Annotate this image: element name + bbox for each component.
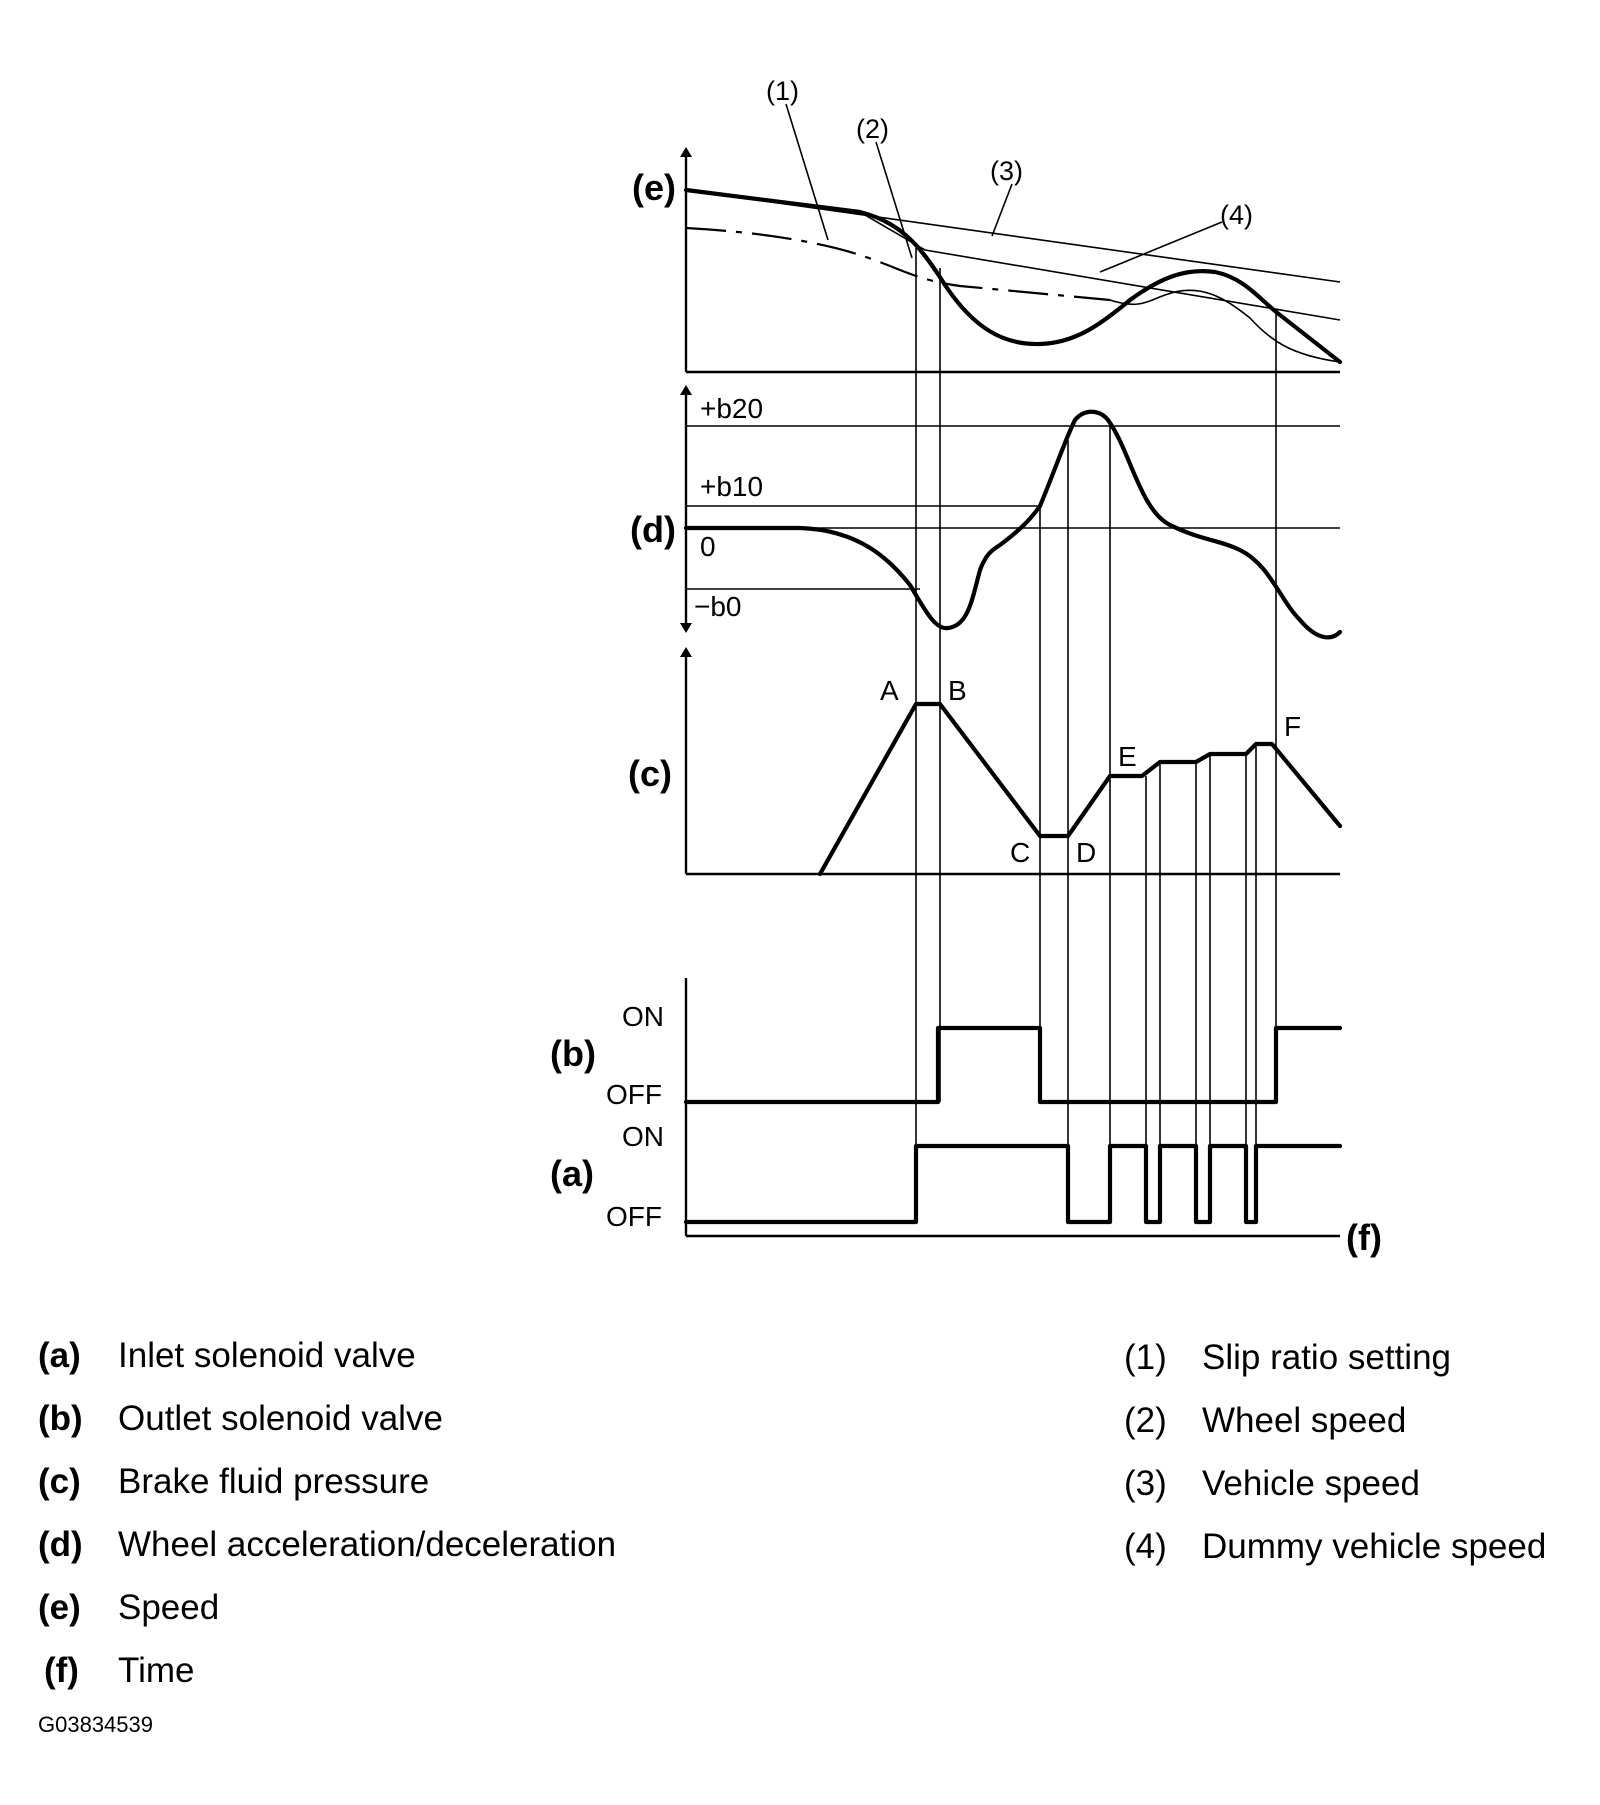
legend-b-code: (b) [38,1399,83,1438]
speed-panel-label: (e) [632,167,676,208]
pressure-point-D: D [1076,837,1096,868]
legend-a-code: (a) [38,1336,81,1375]
legend-c-code: (c) [38,1462,81,1501]
inlet-valve-on-label: ON [622,1121,664,1152]
pressure-point-F: F [1284,711,1301,742]
callout-4-leader [1099,221,1223,273]
callout-1: (1) [766,76,799,106]
timing-guides [915,248,1277,1146]
slip-ratio-setting-curve-tail [1109,289,1341,363]
outlet-valve-panel: (b) ON OFF [550,978,1343,1236]
legend-4-code: (4) [1124,1527,1167,1566]
legend-2-code: (2) [1124,1401,1167,1440]
legend-f: (f) Time [38,1653,194,1688]
legend-a-text: Inlet solenoid valve [118,1336,416,1375]
pressure-point-E: E [1118,741,1137,772]
legend-1-text: Slip ratio setting [1202,1338,1452,1377]
legend-2-text: Wheel speed [1202,1401,1407,1440]
pressure-point-A: A [880,675,899,706]
legend-b: (b) Outlet solenoid valve [38,1401,443,1436]
acceleration-panel: (d) +b20 +b10 0 −b0 [630,385,1343,640]
legend-e-text: Speed [118,1588,220,1627]
callout-2: (2) [856,114,889,144]
inlet-valve-off-label: OFF [606,1201,662,1232]
inlet-valve-signal [683,1143,1343,1225]
legend-d-code: (d) [38,1525,83,1564]
legend-f-text: Time [118,1651,195,1690]
callout-3: (3) [990,156,1023,186]
brake-pressure-curve [817,701,1343,877]
legend-3: (3) Vehicle speed [1124,1466,1420,1501]
level-plus-b10-label: +b10 [700,471,763,502]
legend-e-code: (e) [38,1588,81,1627]
legend-f-code: (f) [44,1651,79,1690]
figure-id: G03834539 [38,1712,153,1737]
level-zero-label: 0 [700,531,716,562]
legend-2: (2) Wheel speed [1124,1403,1406,1438]
inlet-valve-panel-label: (a) [550,1153,594,1194]
legend-e: (e) Speed [38,1590,219,1625]
legend-4-text: Dummy vehicle speed [1202,1527,1547,1566]
outlet-valve-panel-label: (b) [550,1033,596,1074]
pressure-panel-label: (c) [628,753,672,794]
speed-panel: (e) (1) (2) (3) (4) [632,76,1343,374]
legend-c: (c) Brake fluid pressure [38,1464,429,1499]
legend-3-text: Vehicle speed [1202,1464,1420,1503]
wheel-acceleration-curve [683,409,1343,640]
callout-2-leader [875,141,913,259]
callout-3-leader [991,183,1013,237]
brake-pressure-panel: (c) A B C D E F [628,647,1343,877]
legend-d-text: Wheel acceleration/deceleration [118,1525,617,1564]
legend-1: (1) Slip ratio setting [1124,1340,1451,1375]
callout-1-leader [785,103,829,241]
legend-c-text: Brake fluid pressure [118,1462,430,1501]
outlet-valve-on-label: ON [622,1001,664,1032]
callout-4: (4) [1220,200,1253,230]
time-axis-label: (f) [1346,1217,1382,1258]
pressure-point-B: B [948,675,967,706]
outlet-valve-signal [683,1025,1343,1105]
legend-b-text: Outlet solenoid valve [118,1399,443,1438]
wheel-speed-curve [683,187,1343,365]
pressure-point-C: C [1010,837,1030,868]
level-plus-b20-label: +b20 [700,393,763,424]
level-minus-b0-label: −b0 [694,591,742,622]
legend-3-code: (3) [1124,1464,1167,1503]
legend-4: (4) Dummy vehicle speed [1124,1529,1546,1564]
legend-d: (d) Wheel acceleration/deceleration [38,1527,616,1562]
acceleration-panel-label: (d) [630,509,676,550]
legend-1-code: (1) [1124,1338,1167,1377]
outlet-valve-off-label: OFF [606,1079,662,1110]
slip-ratio-setting-curve [685,226,1111,302]
legend-a: (a) Inlet solenoid valve [38,1338,416,1373]
inlet-valve-panel: (a) ON OFF (f) [550,1121,1382,1258]
